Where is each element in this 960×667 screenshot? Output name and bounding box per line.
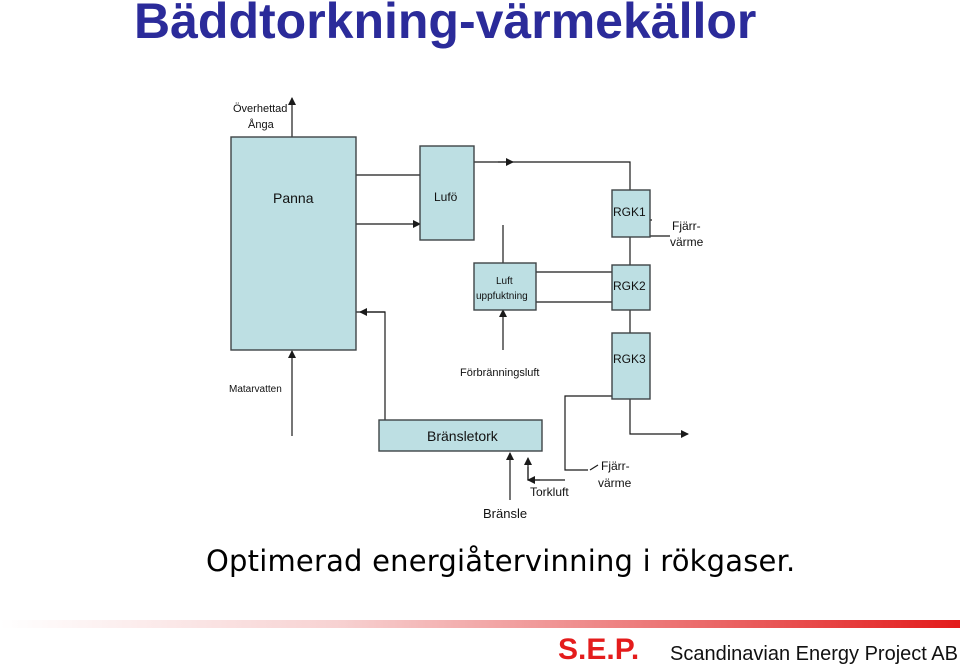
slide-title: Bäddtorkning-värmekällor — [134, 0, 757, 49]
rgk2-label: RGK2 — [613, 279, 646, 293]
panna-box — [230, 136, 357, 351]
fjarr2-label-2: värme — [598, 476, 632, 490]
slide-subtitle: Optimerad energiåtervinning i rökgaser. — [206, 544, 796, 578]
rgk3-label: RGK3 — [613, 352, 646, 366]
matarvatten-label: Matarvatten — [229, 384, 282, 395]
footer-gradient-bar — [0, 620, 960, 628]
panna-to-bransletork-line — [356, 311, 386, 420]
fjarr2-label-1: Fjärr- — [601, 459, 630, 473]
fluegas-panna-to-rgk1-line — [356, 161, 631, 190]
fjarr2-arrow-line — [589, 464, 599, 471]
luft-to-rgk2-line — [536, 271, 612, 303]
footer-company-name: Scandinavian Energy Project AB — [670, 643, 958, 665]
rgk3-to-bransletork-line — [564, 395, 612, 471]
fjarr1-label-1: Fjärr- — [672, 219, 701, 233]
lufo-label: Lufö — [434, 190, 458, 204]
bransletork-label: Bränsletork — [427, 428, 499, 444]
rgk1-label: RGK1 — [613, 205, 646, 219]
panna-label: Panna — [273, 190, 314, 206]
bransle-label: Bränsle — [483, 506, 527, 521]
bransletork-box — [378, 419, 543, 452]
forbranningsluft-label: Förbränningsluft — [460, 367, 540, 379]
footer-abbreviation: S.E.P. — [558, 633, 640, 666]
overhettad-label: Överhettad — [233, 103, 287, 115]
luft-uppfuktning-box — [473, 262, 537, 311]
rgk3-box — [611, 332, 651, 400]
anga-label: Ånga — [248, 118, 275, 131]
lufo-box — [419, 145, 475, 241]
torkluft-line — [527, 467, 565, 481]
rgk2-box — [611, 264, 651, 311]
luft-label-2: uppfuktning — [476, 291, 528, 302]
rgk1-box — [611, 189, 651, 238]
luft-label-1: Luft — [496, 276, 513, 287]
torkluft-label: Torkluft — [530, 485, 569, 499]
fjarr1-label-2: värme — [670, 235, 704, 249]
